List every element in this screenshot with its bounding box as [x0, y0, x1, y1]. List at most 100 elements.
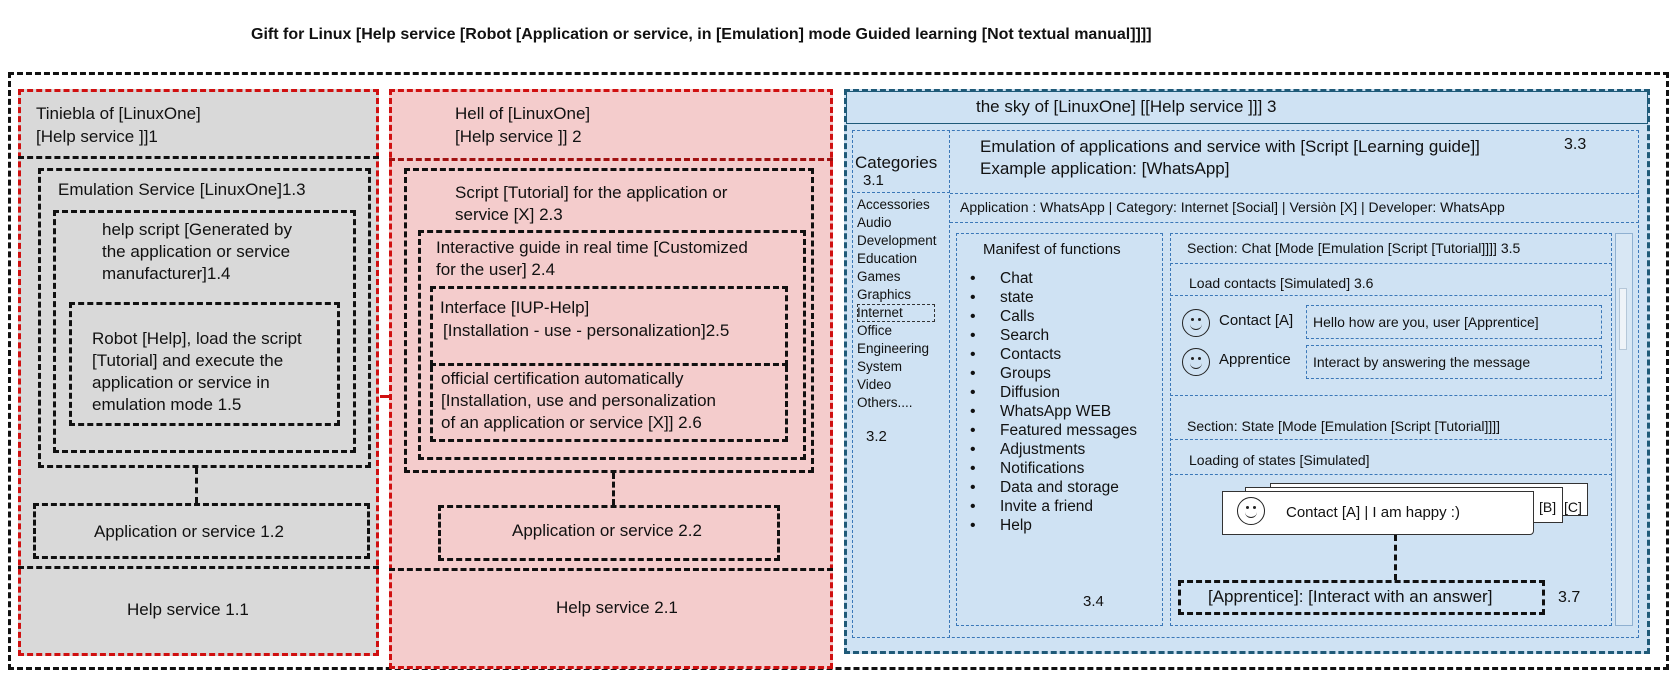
panel2-connector: [612, 473, 615, 505]
help-script-line2: the application or service: [102, 242, 291, 261]
emulation-title-line2: Example application: [WhatsApp]: [980, 159, 1230, 178]
function-item[interactable]: Chat: [966, 269, 1137, 288]
category-item[interactable]: Video: [857, 377, 892, 392]
panel1-header-line2: [Help service ]]1: [36, 127, 158, 146]
state-answer-connector: [1394, 535, 1397, 580]
function-item[interactable]: Data and storage: [966, 478, 1137, 497]
category-item[interactable]: System: [857, 359, 903, 374]
interactive-guide-box: [418, 230, 806, 460]
state-card-c-label: [C]: [1564, 499, 1582, 515]
app-info-bar: [950, 193, 1639, 223]
category-item[interactable]: Others....: [857, 395, 913, 410]
categories-footer-number: 3.2: [866, 428, 887, 445]
category-item[interactable]: Games: [857, 269, 901, 284]
category-item[interactable]: Graphics: [857, 287, 912, 302]
certification-line3: of an application or service [X]] 2.6: [441, 413, 702, 432]
function-item[interactable]: Search: [966, 326, 1137, 345]
function-item[interactable]: Groups: [966, 364, 1137, 383]
certification-line2: [Installation, use and personalization: [441, 391, 717, 410]
load-contacts-divider: [1170, 295, 1612, 296]
chat-section-bottom-divider: [1170, 395, 1612, 396]
categories-list: Accessories Audio Development Education …: [857, 196, 937, 412]
function-item[interactable]: Calls: [966, 307, 1137, 326]
categories-title: Categories: [855, 153, 938, 172]
loading-states-divider: [1170, 474, 1612, 475]
app-service-2-2-box: [438, 505, 780, 561]
contact-a-message-box: [1306, 305, 1602, 339]
diagram-title: Gift for Linux [Help service [Robot [App…: [251, 26, 1152, 43]
sections-scrollbar-thumb[interactable]: [1619, 288, 1627, 350]
load-contacts-label: Load contacts [Simulated] 3.6: [1189, 275, 1374, 291]
help-service-1-1-label: Help service 1.1: [127, 600, 249, 619]
category-item[interactable]: Engineering: [857, 341, 930, 356]
apprentice-answer-box[interactable]: [1178, 580, 1545, 615]
panel1-header-line1: Tiniebla of [LinuxOne]: [36, 104, 201, 123]
app-service-2-2-label: Application or service 2.2: [512, 521, 702, 540]
answer-number: 3.7: [1558, 589, 1581, 606]
sections-box: [1170, 233, 1612, 626]
category-item[interactable]: Development: [857, 233, 937, 248]
interface-line1: Interface [IUP-Help]: [440, 298, 590, 317]
manifest-box: [956, 233, 1163, 626]
interactive-guide-line2: for the user] 2.4: [436, 260, 556, 279]
function-item[interactable]: Invite a friend: [966, 497, 1137, 516]
panel1-connector: [195, 468, 198, 503]
emulation-number: 3.3: [1564, 136, 1587, 153]
function-item[interactable]: Diffusion: [966, 383, 1137, 402]
sky-header-bar: [846, 91, 1648, 124]
sky-header-label: the sky of [LinuxOne] [[Help service ]]]…: [976, 97, 1277, 116]
state-card-a[interactable]: [1222, 491, 1534, 535]
state-card-a-label: Contact [A] | I am happy :): [1286, 504, 1460, 521]
apprentice-label[interactable]: Apprentice: [1219, 351, 1291, 368]
panel-link-connector: [380, 395, 389, 398]
functions-list: Chat state Calls Search Contacts Groups …: [966, 269, 1137, 535]
emulation-service-label: Emulation Service [LinuxOne]1.3: [58, 180, 306, 199]
script-tutorial-box: [404, 168, 814, 473]
apprentice-avatar-icon: [1182, 348, 1210, 376]
script-tutorial-line2: service [X] 2.3: [455, 205, 563, 224]
interactive-guide-line1: Interactive guide in real time [Customiz…: [436, 238, 748, 257]
function-item[interactable]: Help: [966, 516, 1137, 535]
categories-column: [852, 130, 950, 638]
category-item[interactable]: Office: [857, 323, 893, 338]
function-item[interactable]: Contacts: [966, 345, 1137, 364]
apprentice-message-box: [1306, 345, 1602, 379]
emulation-title-line1: Emulation of applications and service wi…: [980, 137, 1480, 156]
app-service-1-2-label: Application or service 1.2: [94, 522, 284, 541]
outer-frame: [8, 72, 1669, 670]
interface-box: [430, 286, 788, 366]
loading-states-label: Loading of states [Simulated]: [1189, 452, 1370, 468]
function-item[interactable]: Notifications: [966, 459, 1137, 478]
emulation-service-box: [38, 168, 371, 468]
state-card-b-label: [B]: [1539, 499, 1557, 515]
manifest-title: Manifest of functions: [983, 241, 1121, 258]
state-avatar-icon: [1237, 497, 1265, 525]
function-item[interactable]: Featured messages: [966, 421, 1137, 440]
app-service-1-2-box: [33, 503, 370, 559]
robot-line4: emulation mode 1.5: [92, 395, 242, 414]
category-item[interactable]: Accessories: [857, 197, 930, 212]
robot-line2: [Tutorial] and execute the: [92, 351, 284, 370]
panel2-header-line2: [Help service ]] 2: [455, 127, 582, 146]
category-item[interactable]: Education: [857, 251, 918, 266]
help-script-box: [53, 210, 356, 453]
function-item[interactable]: state: [966, 288, 1137, 307]
panel2-header-divider: [389, 158, 833, 161]
contact-a-label[interactable]: Contact [A]: [1219, 312, 1294, 329]
function-item[interactable]: Adjustments: [966, 440, 1137, 459]
panel1-footer-divider: [18, 566, 379, 569]
help-script-line3: manufacturer]1.4: [102, 264, 231, 283]
sky-inner-frame: [852, 130, 1639, 638]
category-item[interactable]: Audio: [857, 215, 892, 230]
section-state-label: Section: State [Mode [Emulation [Script …: [1187, 418, 1501, 434]
certification-line1: official certification automatically: [441, 369, 684, 388]
script-tutorial-line1: Script [Tutorial] for the application or: [455, 183, 728, 202]
contact-a-message: Hello how are you, user [Apprentice]: [1313, 314, 1539, 330]
panel1-header-divider: [18, 156, 379, 159]
app-info-text: Application : WhatsApp | Category: Inter…: [960, 199, 1505, 215]
function-item[interactable]: WhatsApp WEB: [966, 402, 1137, 421]
interface-line2: [Installation - use - personalization]2.…: [443, 321, 730, 340]
robot-line3: application or service in: [92, 373, 270, 392]
apprentice-answer-label: [Apprentice]: [Interact with an answer]: [1208, 587, 1493, 606]
category-item-selected[interactable]: Internet: [857, 304, 935, 322]
